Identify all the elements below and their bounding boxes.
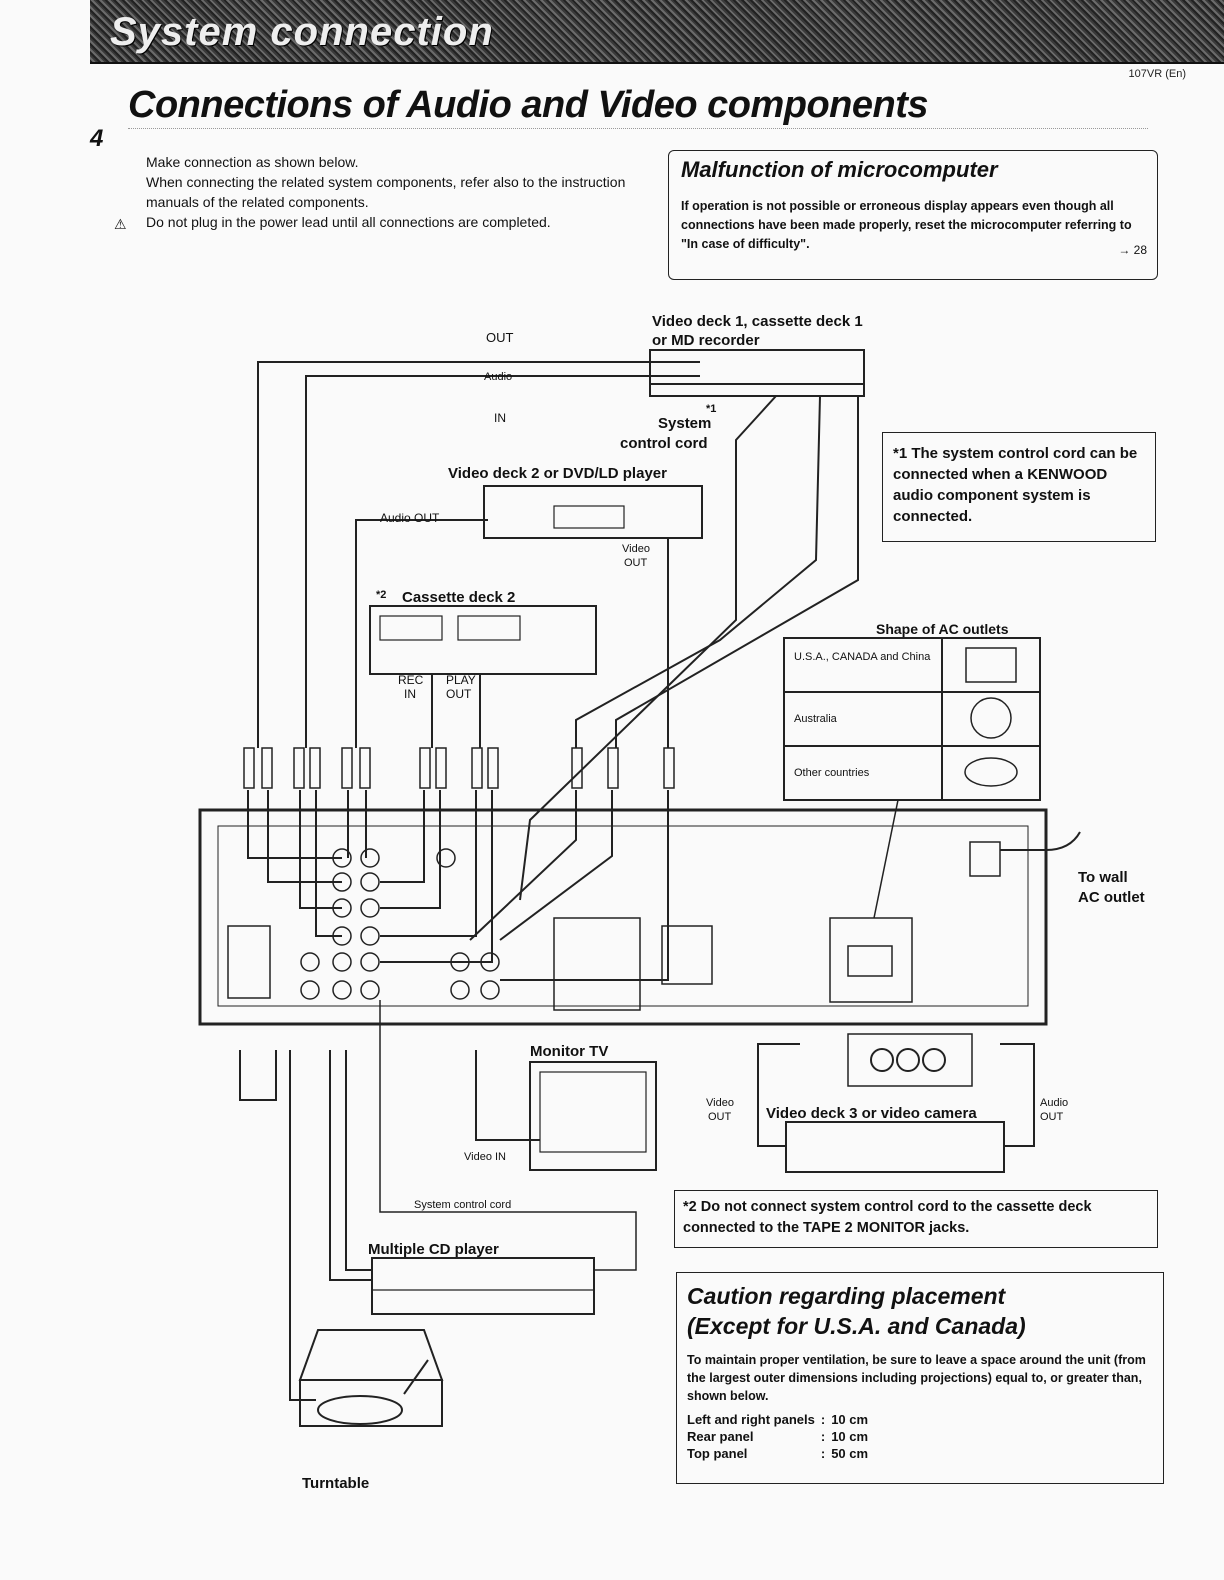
label-wall-l2: AC outlet: [1078, 889, 1145, 906]
malfunction-page-ref: → 28: [1118, 243, 1147, 257]
intro-line-1: Make connection as shown below.: [146, 154, 359, 170]
rca-plugs: [243, 747, 675, 789]
clearance-value: 50 cm: [831, 1446, 869, 1461]
note-1-mark: *1: [893, 445, 908, 462]
label-rec-l1: REC: [398, 673, 424, 687]
caution-body: To maintain proper ventilation, be sure …: [687, 1353, 1146, 1403]
label-audio: Audio: [484, 371, 512, 383]
label-rec-l2: IN: [404, 687, 416, 701]
video-deck-1: [649, 349, 865, 397]
clearance-row: Rear panel : 10 cm: [687, 1429, 869, 1444]
malfunction-title: Malfunction of microcomputer: [681, 157, 998, 182]
label-video-out-l2: OUT: [624, 557, 648, 569]
label-audio-out: Audio OUT: [380, 511, 440, 525]
note-1-box: *1 The system control cord can be connec…: [882, 432, 1156, 542]
video-deck-2: [483, 485, 703, 539]
label-deck3-audio-l2: OUT: [1040, 1111, 1064, 1123]
warning-icon: ⚠: [114, 216, 127, 232]
label-ac-row2: Australia: [794, 713, 838, 725]
intro-warning: Do not plug in the power lead until all …: [146, 214, 551, 230]
label-monitor-tv: Monitor TV: [530, 1043, 608, 1060]
label-in: IN: [494, 411, 506, 425]
clearance-table: Left and right panels : 10 cm Rear panel…: [687, 1411, 868, 1462]
clearance-label: Rear panel: [687, 1429, 754, 1444]
note-2-box: *2 Do not connect system control cord to…: [674, 1190, 1158, 1248]
clearance-value: 10 cm: [831, 1429, 869, 1444]
label-video-out-l1: Video: [622, 543, 650, 555]
ac-outlet-table: [783, 637, 1041, 801]
label-video-in: Video IN: [464, 1151, 506, 1163]
cassette-deck-2: [369, 605, 597, 675]
label-play-l1: PLAY: [446, 673, 476, 687]
label-cd-player: Multiple CD player: [368, 1241, 499, 1258]
header-banner: [90, 0, 1224, 64]
label-turntable: Turntable: [302, 1475, 369, 1492]
clearance-label: Left and right panels: [687, 1412, 815, 1427]
label-out: OUT: [486, 330, 514, 345]
clearance-label: Top panel: [687, 1446, 748, 1461]
malfunction-box: Malfunction of microcomputer If operatio…: [668, 150, 1158, 280]
note-1-text: The system control cord can be connected…: [893, 445, 1138, 525]
clearance-value: 10 cm: [831, 1412, 869, 1427]
caution-title-2: (Except for U.S.A. and Canada): [687, 1313, 1026, 1339]
document-id: 107VR (En): [1128, 68, 1186, 80]
label-deck1-l2: or MD recorder: [652, 332, 760, 349]
label-star1: *1: [706, 403, 716, 415]
label-star2: *2: [376, 589, 386, 601]
label-system-l2: control cord: [620, 435, 708, 452]
turntable: [298, 1329, 444, 1381]
label-ac-row1: U.S.A., CANADA and China: [794, 651, 931, 663]
clearance-row: Top panel : 50 cm: [687, 1446, 869, 1461]
label-deck3-video-l1: Video: [706, 1097, 734, 1109]
label-deck3-video-l2: OUT: [708, 1111, 732, 1123]
caution-box: Caution regarding placement (Except for …: [676, 1272, 1164, 1484]
intro-text: Make connection as shown below. When con…: [146, 152, 626, 232]
label-deck1-l1: Video deck 1, cassette deck 1: [652, 313, 863, 330]
intro-line-2: When connecting the related system compo…: [146, 174, 626, 210]
malfunction-body: If operation is not possible or erroneou…: [681, 199, 1132, 251]
page-number: 4: [90, 125, 104, 152]
label-system-l1: System: [658, 415, 711, 432]
page-title: Connections of Audio and Video component…: [128, 84, 929, 126]
label-ac-row3: Other countries: [794, 767, 870, 779]
clearance-row: Left and right panels : 10 cm: [687, 1412, 869, 1427]
label-system-control-cord: System control cord: [414, 1199, 511, 1211]
label-wall-l1: To wall: [1078, 869, 1128, 886]
caution-title-1: Caution regarding placement: [687, 1283, 1006, 1309]
label-cassette2: Cassette deck 2: [402, 589, 515, 606]
note-2-mark: *2: [683, 1199, 697, 1215]
monitor-tv: [529, 1061, 657, 1171]
label-play-l2: OUT: [446, 687, 472, 701]
title-rule: [128, 128, 1148, 129]
receiver-rear-panel: [198, 808, 1048, 1026]
label-deck2: Video deck 2 or DVD/LD player: [448, 465, 667, 482]
multiple-cd-player: [371, 1257, 595, 1315]
note-2-text: Do not connect system control cord to th…: [683, 1199, 1092, 1236]
video-deck-3: [785, 1121, 1005, 1173]
label-deck3-audio-l1: Audio: [1040, 1097, 1068, 1109]
banner-title: System connection: [110, 10, 494, 54]
label-deck3: Video deck 3 or video camera: [766, 1105, 977, 1122]
label-ac-title: Shape of AC outlets: [876, 621, 1009, 637]
